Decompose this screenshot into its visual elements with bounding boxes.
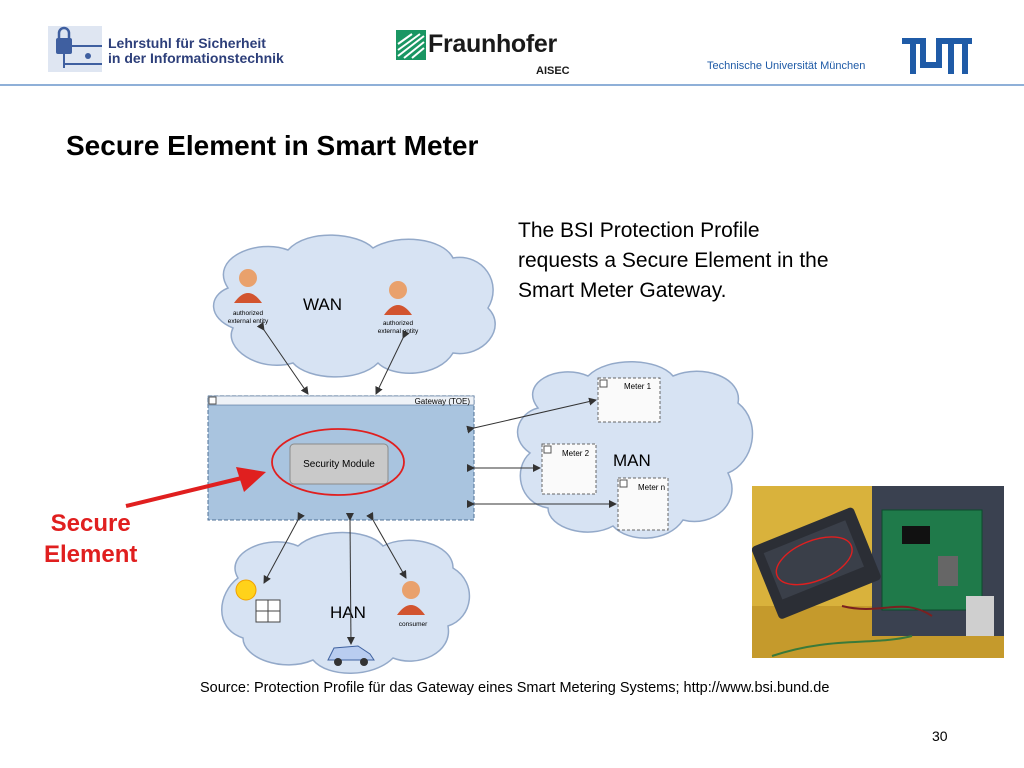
- gateway-label: Gateway (TOE): [415, 397, 471, 406]
- smart-meter-photo: [752, 486, 1004, 658]
- gateway-box: Gateway (TOE) Security Module: [207, 395, 475, 521]
- secure-element-highlight: [271, 428, 405, 496]
- meter-1-box: Meter 1: [597, 377, 661, 423]
- person-icon: [397, 581, 425, 615]
- fraunhofer-name: Fraunhofer: [428, 30, 557, 58]
- sun-icon: [235, 579, 281, 623]
- security-module-label: Security Module: [303, 459, 375, 470]
- lehrstuhl-logo: [48, 26, 102, 72]
- connections: [256, 321, 617, 645]
- wan-entity-right-line1: authorized: [383, 320, 414, 327]
- wan-label: WAN: [303, 295, 342, 314]
- tum-logo: [902, 38, 972, 74]
- description-text: The BSI Protection Profile requests a Se…: [518, 216, 948, 306]
- man-cloud: MAN Meter 1 Meter 2 Meter n: [516, 361, 754, 539]
- car-icon: [327, 645, 375, 666]
- wan-entity-right-line2: external entity: [378, 328, 419, 335]
- han-cloud: HAN consumer: [221, 531, 470, 674]
- description-line-2: requests a Secure Element in the: [518, 249, 829, 272]
- slide-title: Secure Element in Smart Meter: [66, 130, 479, 161]
- fraunhofer-aisec: AISEC: [536, 65, 570, 77]
- description-line-1: The BSI Protection Profile: [518, 219, 760, 242]
- network-diagram: WAN authorized external entity authorize…: [207, 234, 754, 674]
- consumer-label: consumer: [399, 621, 428, 628]
- meter-1-label: Meter 1: [624, 382, 652, 391]
- meter-n-box: Meter n: [617, 477, 669, 531]
- person-icon: [234, 269, 262, 303]
- person-icon: [384, 281, 412, 315]
- description-line-3: Smart Meter Gateway.: [518, 279, 727, 302]
- wan-entity-left-line2: external entity: [228, 318, 269, 325]
- callout-arrow: [125, 467, 266, 508]
- meter-n-label: Meter n: [638, 483, 665, 492]
- source-citation: Source: Protection Profile für das Gatew…: [200, 680, 830, 696]
- secure-element-callout: Secure Element: [44, 508, 137, 570]
- tum-university-name: Technische Universität München: [707, 60, 866, 72]
- lehrstuhl-line1: Lehrstuhl für Sicherheit: [108, 35, 266, 51]
- page-number: 30: [932, 728, 948, 744]
- wan-cloud: WAN authorized external entity authorize…: [212, 234, 496, 378]
- header-divider: [0, 84, 1024, 86]
- callout-line1: Secure: [50, 510, 131, 537]
- lehrstuhl-line2: in der Informationstechnik: [108, 50, 284, 66]
- meter-2-box: Meter 2: [541, 443, 597, 495]
- wan-entity-left-line1: authorized: [233, 310, 264, 317]
- fraunhofer-logo-mark: [396, 30, 426, 60]
- han-label: HAN: [330, 603, 366, 622]
- callout-line2: Element: [44, 541, 138, 568]
- man-label: MAN: [613, 451, 651, 470]
- meter-2-label: Meter 2: [562, 449, 590, 458]
- lehrstuhl-name: Lehrstuhl für Sicherheit in der Informat…: [108, 36, 284, 66]
